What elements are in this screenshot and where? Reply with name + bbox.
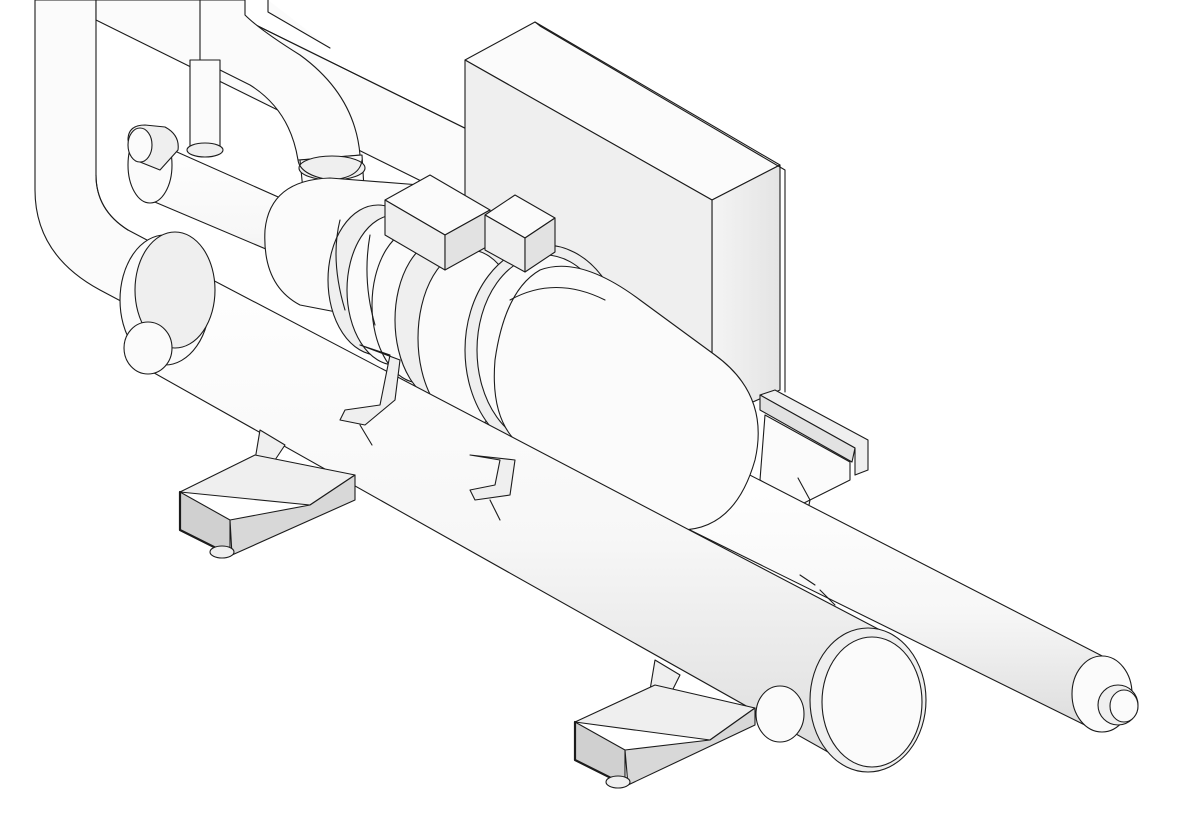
left-end-cap <box>127 124 179 171</box>
base-foot-right <box>573 684 756 789</box>
front-shell-cylinder <box>119 231 881 771</box>
junction-box-large <box>384 174 491 271</box>
base-foot-left <box>178 454 356 559</box>
front-shell-end-cap <box>755 627 927 773</box>
right-long-tube <box>689 469 1139 733</box>
vertical-riser-pipe <box>186 59 224 158</box>
upper-bend-pipe <box>199 0 361 161</box>
junction-box-small <box>484 194 556 273</box>
base-feet <box>178 454 756 789</box>
channel-rail <box>759 389 869 526</box>
